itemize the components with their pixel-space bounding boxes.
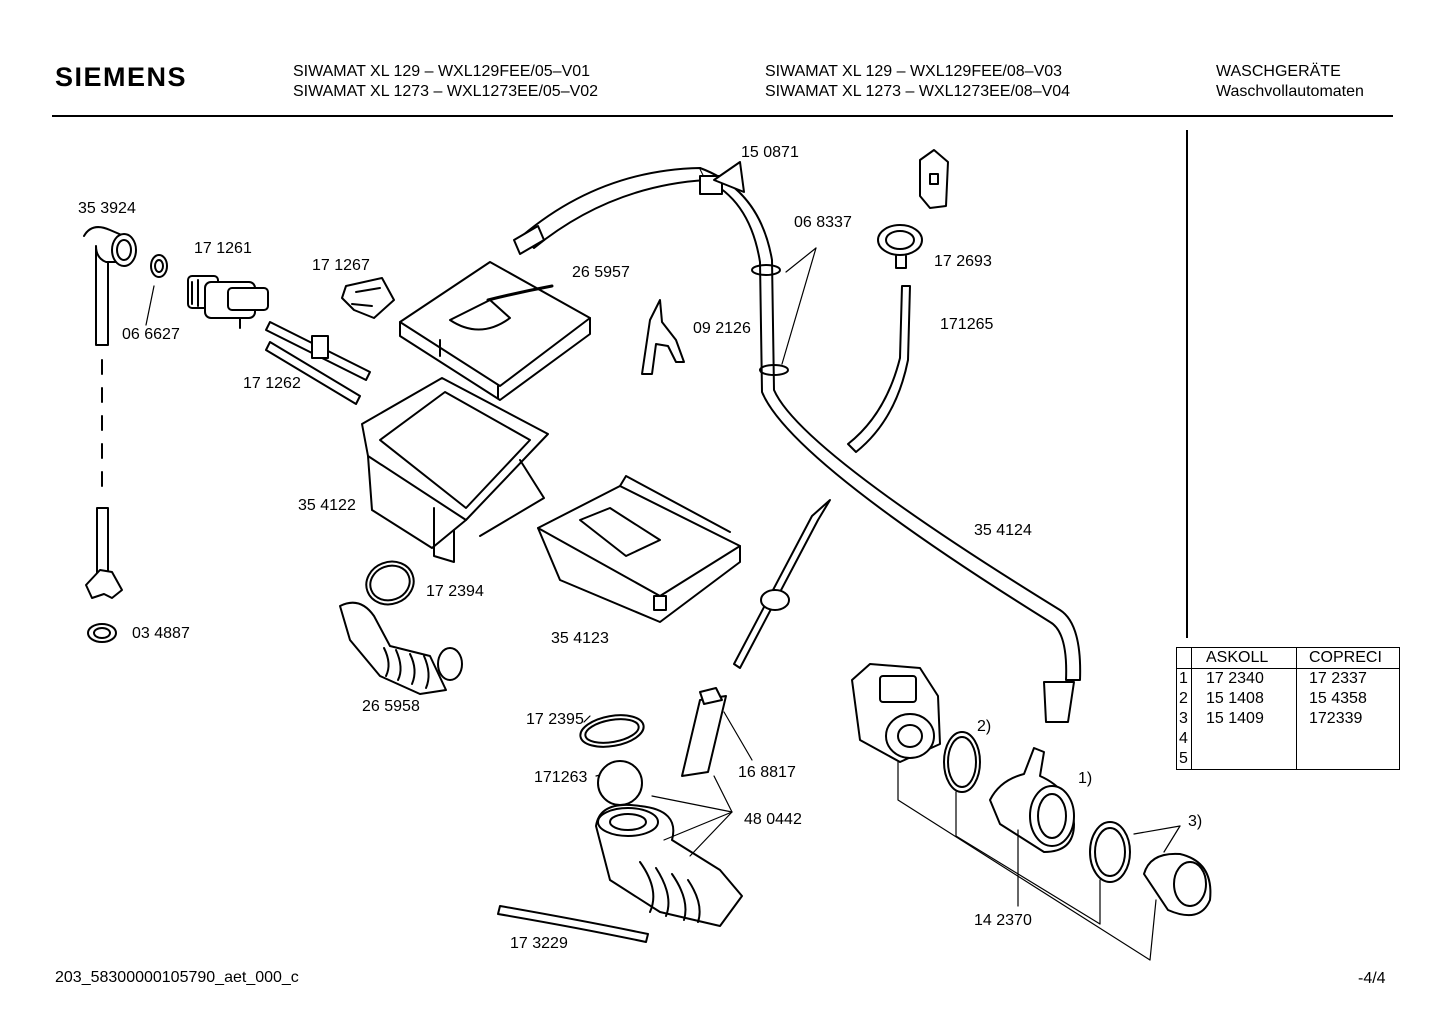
part-label: 15 0871 bbox=[741, 144, 799, 161]
part-label: 171265 bbox=[940, 316, 994, 333]
part-label: 35 3924 bbox=[78, 200, 136, 217]
table-header-cell: COPRECI bbox=[1296, 647, 1400, 669]
part-label: 03 4887 bbox=[132, 625, 190, 642]
table-cell: 2 bbox=[1176, 689, 1192, 709]
table-header-cell bbox=[1176, 647, 1192, 669]
bellows-hose-part bbox=[339, 601, 463, 695]
sump-part bbox=[595, 775, 743, 927]
part-label: 26 5957 bbox=[572, 264, 630, 281]
table-cell bbox=[1296, 729, 1400, 749]
table-row: 5 bbox=[1176, 749, 1400, 770]
part-label: 26 5958 bbox=[362, 698, 420, 715]
pump-variant-table: ASKOLL COPRECI 1 17 2340 17 2337 2 15 14… bbox=[1176, 647, 1400, 770]
table-row: 2 15 1408 15 4358 bbox=[1176, 689, 1400, 709]
part-label: 17 1261 bbox=[194, 240, 252, 257]
drawer-cover-part bbox=[399, 261, 591, 401]
table-cell: 17 2340 bbox=[1191, 668, 1297, 689]
table-cell: 15 1409 bbox=[1191, 709, 1297, 729]
table-row: 1 17 2340 17 2337 bbox=[1176, 668, 1400, 689]
part-label: 171263 bbox=[534, 769, 588, 786]
pressure-switch-part bbox=[877, 149, 949, 269]
part-label: 06 6627 bbox=[122, 326, 180, 343]
document-id: 203_58300000105790_aet_000_c bbox=[55, 969, 299, 986]
clip-part bbox=[341, 277, 395, 319]
table-header-row: ASKOLL COPRECI bbox=[1176, 647, 1400, 669]
table-cell bbox=[1296, 749, 1400, 770]
table-cell: 4 bbox=[1176, 729, 1192, 749]
table-cell: 1 bbox=[1176, 668, 1192, 689]
ball-part bbox=[597, 760, 643, 806]
part-label: 35 4124 bbox=[974, 522, 1032, 539]
page-number: -4/4 bbox=[1358, 970, 1386, 987]
part-label: 17 2693 bbox=[934, 253, 992, 270]
part-label: 35 4122 bbox=[298, 497, 356, 514]
table-cell: 15 1408 bbox=[1191, 689, 1297, 709]
table-cell: 172339 bbox=[1296, 709, 1400, 729]
table-cell: 3 bbox=[1176, 709, 1192, 729]
part-label: 17 1267 bbox=[312, 257, 370, 274]
fork-clip-part bbox=[641, 299, 685, 375]
header-rule bbox=[52, 115, 1393, 117]
distributor-tubes-part bbox=[265, 321, 371, 405]
model-line: SIWAMAT XL 1273 – WXL1273EE/05–V02 bbox=[293, 83, 599, 100]
seal-ring-part bbox=[365, 560, 415, 606]
inlet-valve-part bbox=[187, 275, 269, 329]
table-cell bbox=[1191, 749, 1297, 770]
table-row: 3 15 1409 172339 bbox=[1176, 709, 1400, 729]
inlet-elbow-part bbox=[83, 226, 137, 599]
part-label: 17 3229 bbox=[510, 935, 568, 952]
table-header-cell: ASKOLL bbox=[1191, 647, 1297, 669]
part-label: 48 0442 bbox=[744, 811, 802, 828]
part-label: 17 2395 bbox=[526, 711, 584, 728]
table-cell: 17 2337 bbox=[1296, 668, 1400, 689]
right-divider bbox=[1186, 130, 1188, 638]
model-line: SIWAMAT XL 1273 – WXL1273EE/08–V04 bbox=[765, 83, 1071, 100]
detergent-drawer-part bbox=[537, 475, 741, 623]
model-list-right: SIWAMAT XL 129 – WXL129FEE/08–V03 SIWAMA… bbox=[765, 62, 1070, 102]
model-line: SIWAMAT XL 129 – WXL129FEE/08–V03 bbox=[765, 63, 1063, 80]
category-title: WASCHGERÄTE bbox=[1216, 63, 1341, 80]
model-list-left: SIWAMAT XL 129 – WXL129FEE/05–V01 SIWAMA… bbox=[293, 62, 598, 102]
category-subtitle: Waschvollautomaten bbox=[1216, 83, 1364, 100]
table-cell: 15 4358 bbox=[1296, 689, 1400, 709]
small-hose-part bbox=[497, 905, 649, 943]
table-cell: 5 bbox=[1176, 749, 1192, 770]
part-label: 16 8817 bbox=[738, 764, 796, 781]
part-label: 14 2370 bbox=[974, 912, 1032, 929]
footnote-marker: 3) bbox=[1188, 813, 1203, 830]
drain-hose-part bbox=[513, 161, 1082, 723]
brand-logo: SIEMENS bbox=[55, 62, 188, 92]
table-row: 4 bbox=[1176, 729, 1400, 749]
part-label: 17 2394 bbox=[426, 583, 484, 600]
table-cell bbox=[1191, 729, 1297, 749]
part-label: 09 2126 bbox=[693, 320, 751, 337]
sensor-part bbox=[681, 687, 753, 777]
part-label: 35 4123 bbox=[551, 630, 609, 647]
footnote-marker: 2) bbox=[977, 718, 992, 735]
pressure-hose-part bbox=[733, 285, 911, 669]
drain-pump-part bbox=[851, 663, 1212, 961]
model-line: SIWAMAT XL 129 – WXL129FEE/05–V01 bbox=[293, 63, 591, 80]
part-label: 06 8337 bbox=[794, 214, 852, 231]
footnote-marker: 1) bbox=[1078, 770, 1093, 787]
category-block: WASCHGERÄTE Waschvollautomaten bbox=[1216, 62, 1364, 102]
washer-part bbox=[145, 254, 168, 326]
sump-ring-part bbox=[579, 714, 645, 748]
part-label: 17 1262 bbox=[243, 375, 301, 392]
dispenser-housing-part bbox=[361, 377, 549, 563]
grommet-part bbox=[87, 623, 117, 643]
